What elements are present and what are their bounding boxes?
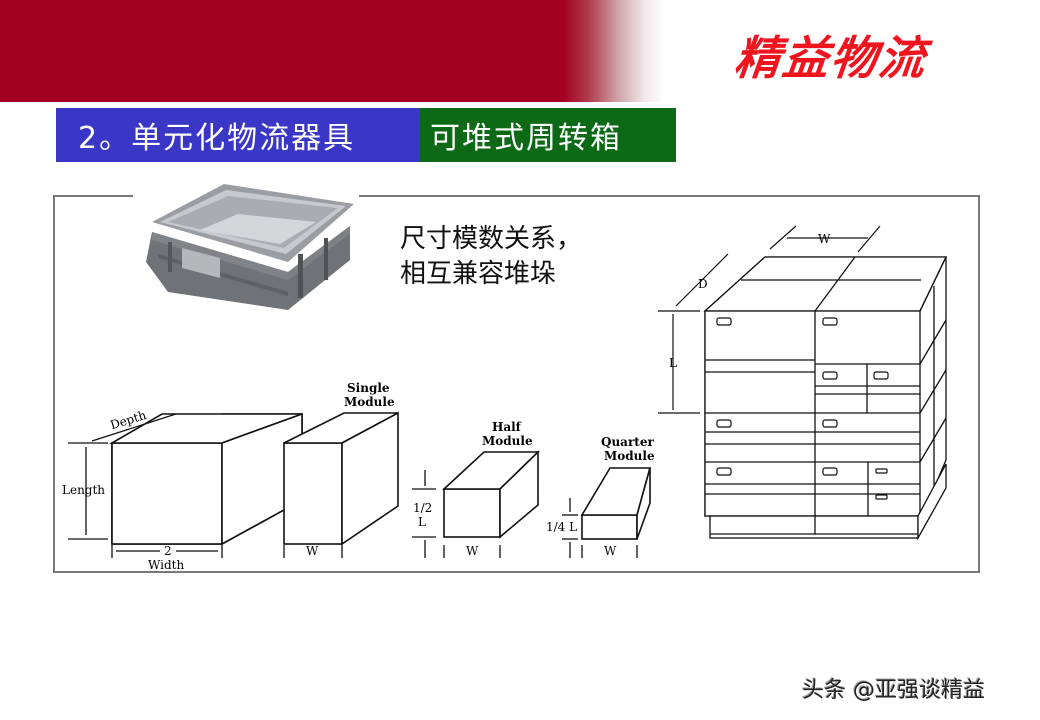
brand-logo: 精益物流 xyxy=(731,31,930,85)
figure-frame xyxy=(53,195,980,573)
single-module-title-2: Module xyxy=(344,395,395,409)
pallet-w-label: W xyxy=(818,232,831,246)
pallet-d-label: D xyxy=(698,277,708,291)
quarter-module-title-1: Quarter xyxy=(601,435,654,449)
half-w-label: W xyxy=(466,544,479,558)
width-multiplier-label: 2 xyxy=(164,544,172,558)
note-line-2: 相互兼容堆垛 xyxy=(400,259,557,289)
header-band xyxy=(0,0,1040,102)
stackable-crate-image xyxy=(146,184,354,310)
length-label: Length xyxy=(62,483,105,497)
half-length-label-1: 1/2 xyxy=(413,501,432,515)
pallet-l-label: L xyxy=(669,356,677,370)
quarter-length-label: 1/4 L xyxy=(546,520,577,534)
quarter-module-title-2: Module xyxy=(604,449,655,463)
half-module-title-2: Module xyxy=(482,434,533,448)
half-length-label-2: L xyxy=(418,515,426,529)
section-title: 2。单元化物流器具 xyxy=(56,108,420,162)
single-module-title-1: Single xyxy=(347,381,390,395)
quarter-w-label: W xyxy=(604,544,617,558)
watermark: 头条 @亚强谈精益 xyxy=(802,678,985,703)
single-w-label: W xyxy=(306,544,319,558)
half-module-title-1: Half xyxy=(492,420,522,434)
subtopic-title: 可堆式周转箱 xyxy=(420,108,676,162)
compatibility-note: 尺寸模数关系， 相互兼容堆垛 xyxy=(400,222,582,292)
module-diagram: Depth Length 2 Width Single Module W Hal… xyxy=(62,225,948,572)
note-line-1: 尺寸模数关系， xyxy=(400,224,583,254)
width-label: Width xyxy=(148,558,184,572)
